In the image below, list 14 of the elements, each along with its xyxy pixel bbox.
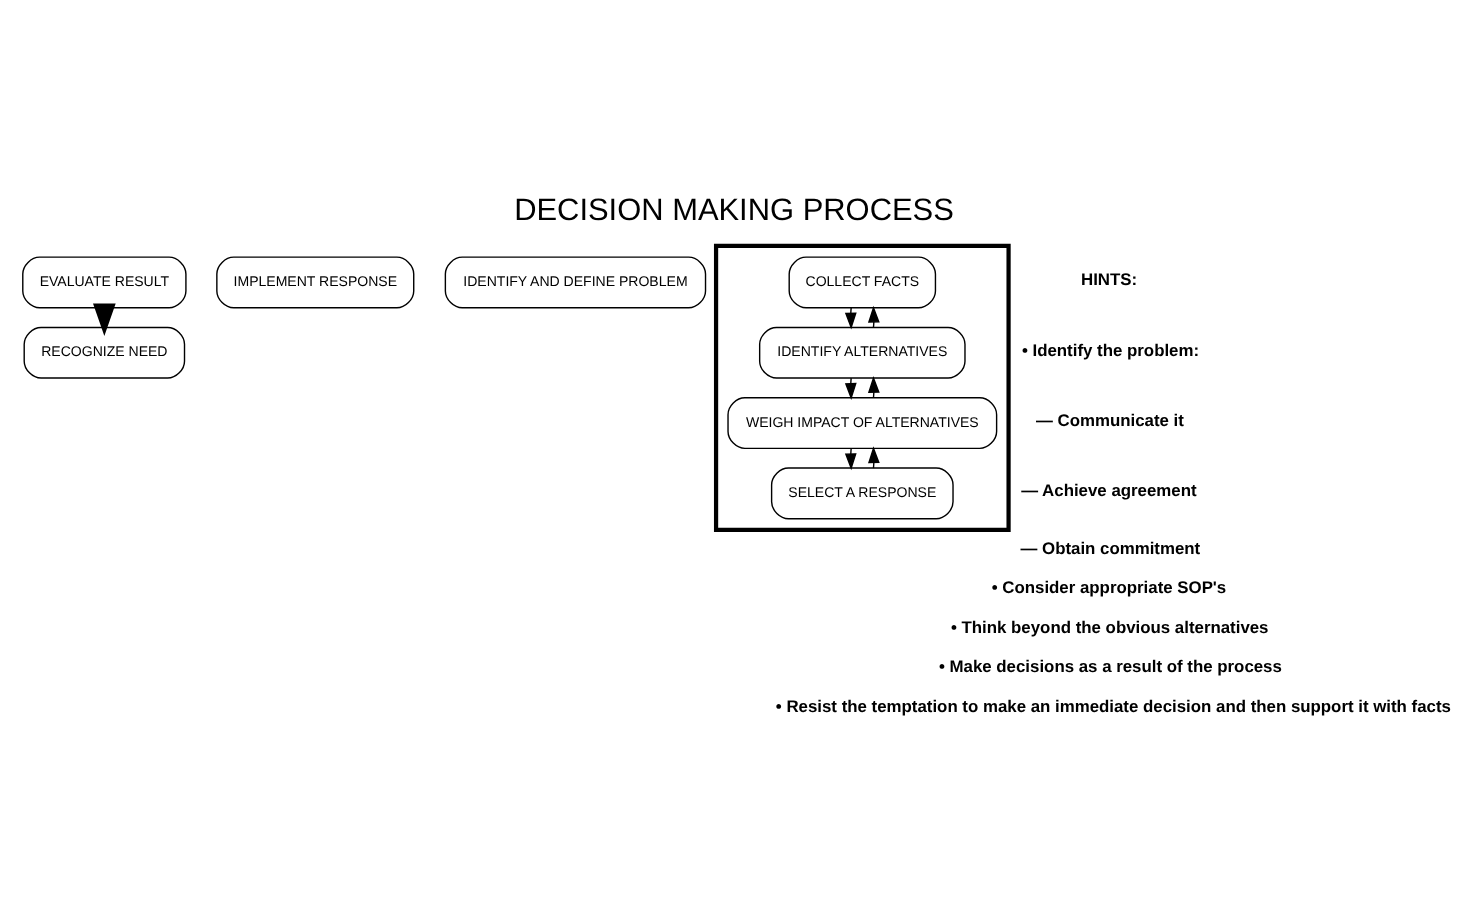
diagram-title: DECISION MAKING PROCESS (514, 194, 954, 228)
arrow (844, 377, 857, 400)
cluster (713, 243, 1011, 533)
arrow (844, 447, 857, 471)
arrow (844, 307, 857, 330)
label: • Think beyond the obvious alternatives (950, 616, 1269, 637)
label: • Consider appropriate SOP's (991, 577, 1227, 598)
label: — Communicate it (1035, 410, 1184, 431)
label: — Obtain commitment (1020, 537, 1201, 558)
label: HINTS: (1080, 269, 1138, 290)
label: • Identify the problem: (1021, 339, 1200, 360)
label: • Make decisions as a result of the process (938, 656, 1282, 677)
label: • Resist the temptation to make an immediate decision and then support it with facts (775, 695, 1451, 716)
label: — Achieve agreement (1021, 480, 1197, 501)
